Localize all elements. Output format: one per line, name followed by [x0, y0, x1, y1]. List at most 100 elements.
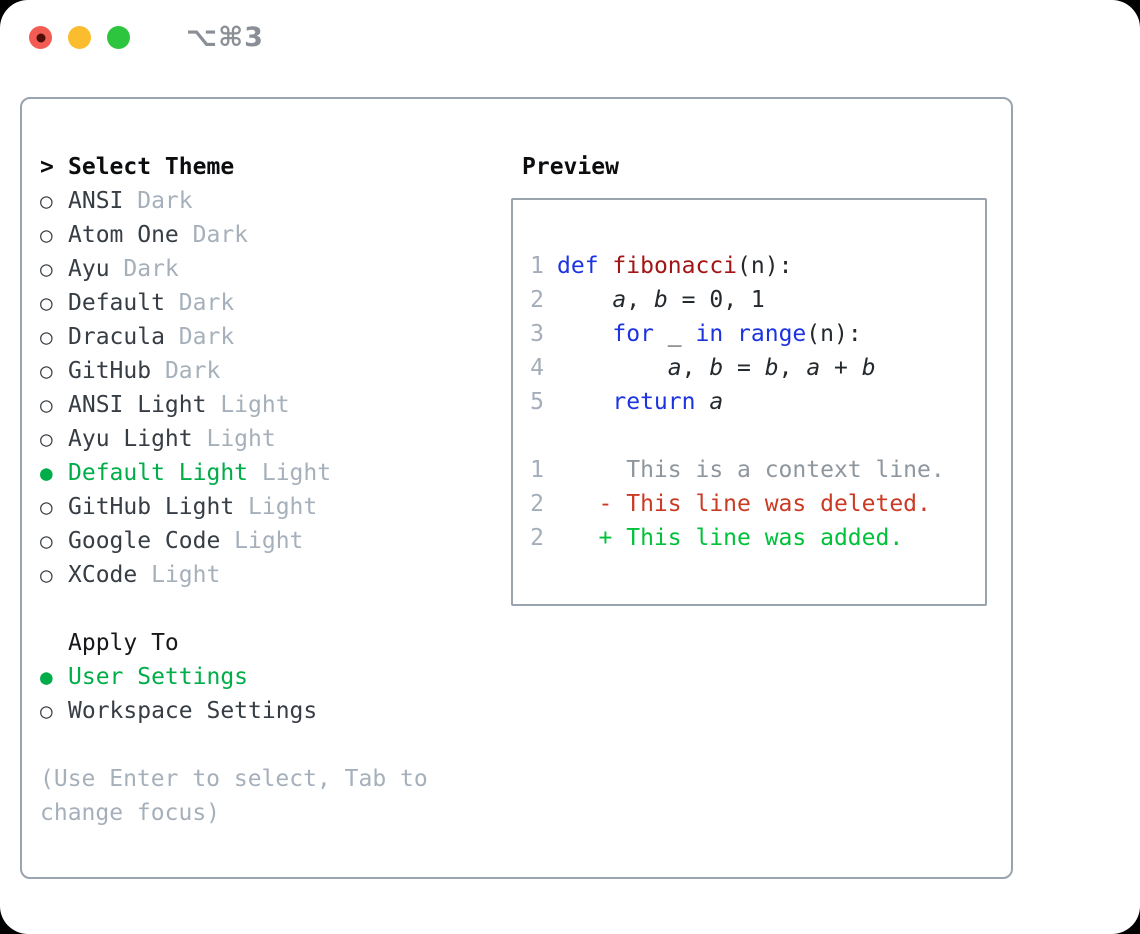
theme-option[interactable]: ○ Atom One Dark: [40, 218, 502, 252]
code-token-var: a: [709, 389, 724, 415]
code-token-pl: =: [723, 355, 765, 381]
code-token-pl: [599, 253, 613, 279]
code-token-pl: [557, 389, 612, 415]
code-token-pl: ,: [681, 355, 710, 381]
theme-option-name: Ayu: [68, 256, 110, 282]
radio-unselected-icon: ○: [40, 699, 53, 723]
radio-unselected-icon: ○: [40, 427, 53, 451]
code-token-pl: [557, 355, 668, 381]
window-title-shortcut: ⌥⌘3: [186, 22, 264, 53]
theme-option[interactable]: ○ ANSI Light Light: [40, 388, 502, 422]
code-token-var: b: [709, 355, 724, 381]
code-token-pl: [695, 389, 709, 415]
radio-unselected-icon: ○: [40, 529, 53, 553]
code-token-kw: def: [557, 253, 599, 279]
theme-option-variant: Light: [261, 460, 332, 486]
code-token-var: a: [667, 355, 682, 381]
theme-option-variant: Light: [206, 426, 276, 452]
theme-option-name: ANSI Light: [68, 392, 207, 418]
code-token-kw: in: [695, 321, 724, 347]
apply-to-option-label: User Settings: [68, 664, 249, 690]
code-token-pl: [557, 321, 612, 347]
code-line: [530, 419, 985, 453]
line-number: 2: [530, 491, 544, 517]
apply-to-options-list: ● User Settings ○Workspace Settings: [40, 660, 502, 728]
radio-unselected-icon: ○: [40, 359, 53, 383]
code-token-var: a: [806, 355, 821, 381]
radio-selected-icon: ●: [40, 665, 53, 689]
line-number: 1: [530, 457, 544, 483]
code-token-var: a: [612, 287, 627, 313]
theme-option-variant: Light: [151, 562, 221, 588]
code-line: 1 This is a context line.: [530, 453, 985, 487]
radio-unselected-icon: ○: [40, 223, 53, 247]
theme-option-name: GitHub Light: [68, 494, 235, 520]
apply-to-title: Apply To: [68, 630, 179, 656]
theme-option-variant: Dark: [178, 324, 235, 350]
close-button-dot-icon: [36, 33, 45, 42]
radio-unselected-icon: ○: [40, 563, 53, 587]
theme-option-variant: Dark: [164, 358, 221, 384]
maximize-button[interactable]: [107, 26, 130, 49]
theme-option-name: Google Code: [68, 528, 221, 554]
code-token-pl: = 0, 1: [667, 287, 765, 313]
code-token-var: b: [861, 355, 876, 381]
code-line: 5 return a: [530, 385, 985, 419]
apply-to-header: Apply To: [40, 626, 502, 660]
line-number: 3: [530, 321, 544, 347]
theme-option[interactable]: ○ XCode Light: [40, 558, 502, 592]
theme-option-name: Default Light: [68, 460, 249, 486]
preview-title: Preview: [522, 154, 619, 180]
apply-to-option[interactable]: ○Workspace Settings: [40, 694, 502, 728]
code-token-kw: return: [612, 389, 696, 415]
theme-option-name: Default: [68, 290, 165, 316]
theme-option-name: XCode: [68, 562, 138, 588]
theme-option[interactable]: ○ Google Code Light: [40, 524, 502, 558]
code-line: 4 a, b = b, a + b: [530, 351, 985, 385]
close-button[interactable]: [29, 26, 52, 49]
radio-unselected-icon: ○: [40, 393, 53, 417]
help-text: (Use Enter to select, Tab to change focu…: [40, 766, 428, 826]
theme-list-title: Select Theme: [68, 154, 235, 180]
minimize-button[interactable]: [68, 26, 91, 49]
code-token-pl: [557, 287, 612, 313]
code-token-pl: (n):: [806, 321, 862, 347]
code-token-pl: _: [653, 321, 696, 347]
code-token-kw: range: [737, 321, 807, 347]
apply-to-option[interactable]: ● User Settings: [40, 660, 502, 694]
theme-option-variant: Light: [248, 494, 318, 520]
code-token-del: - This line was deleted.: [557, 491, 931, 517]
theme-option-variant: Light: [234, 528, 304, 554]
theme-option-variant: Light: [220, 392, 290, 418]
theme-option[interactable]: ○ Ayu Light Light: [40, 422, 502, 456]
code-token-add: + This line was added.: [557, 525, 904, 551]
theme-option-variant: Dark: [137, 188, 193, 214]
theme-option-name: Atom One: [68, 222, 179, 248]
radio-unselected-icon: ○: [40, 495, 53, 519]
code-line: 2 - This line was deleted.: [530, 487, 985, 521]
theme-option-variant: Dark: [123, 256, 179, 282]
line-number: 5: [530, 389, 544, 415]
code-line: 3 for _ in range(n):: [530, 317, 985, 351]
section-gap: [40, 592, 502, 626]
theme-option-name: Dracula: [68, 324, 165, 350]
code-token-pl: ,: [626, 287, 654, 313]
theme-option-name: Ayu Light: [68, 426, 193, 452]
theme-option[interactable]: ○ GitHub Light Light: [40, 490, 502, 524]
theme-list-header: > Select Theme: [40, 150, 502, 184]
line-number: 1: [530, 253, 544, 279]
code-token-pl: ,: [778, 355, 807, 381]
theme-option-variant: Dark: [192, 222, 249, 248]
code-token-pl: (n):: [737, 253, 793, 279]
